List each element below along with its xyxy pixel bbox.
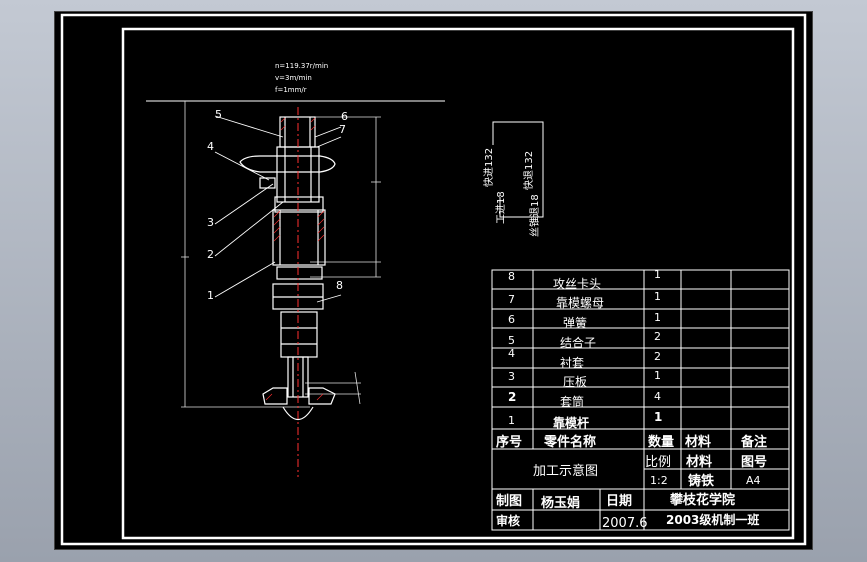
label-rapid-in: 快进132 — [483, 148, 495, 187]
section-hatching — [265, 117, 325, 401]
row-qty-3: 1 — [654, 369, 661, 382]
row-no-1: 1 — [508, 414, 515, 427]
row-name-3: 压板 — [563, 375, 587, 389]
row-qty-5: 2 — [654, 330, 661, 343]
inner-frame — [121, 27, 795, 540]
material-value: 铸铁 — [688, 473, 714, 489]
header-qty: 数量 — [648, 434, 674, 450]
callout-2: 2 — [207, 248, 214, 261]
row-name-4: 衬套 — [560, 356, 584, 370]
drawing-no-value: A4 — [746, 474, 761, 487]
callout-7: 7 — [339, 123, 346, 136]
header-name: 零件名称 — [543, 434, 596, 450]
callout-numbers: 5 4 3 2 1 6 7 8 — [207, 108, 348, 302]
parts-rows: 8 攻丝卡头 1 7 靠模螺母 1 6 弹簧 1 5 结合子 2 4 衬套 2 … — [508, 268, 662, 430]
scale-label: 比例 — [645, 455, 671, 470]
row-name-1: 靠模杆 — [553, 415, 589, 430]
school-name: 攀枝花学院 — [669, 492, 735, 508]
callout-1: 1 — [207, 289, 214, 302]
row-no-2: 2 — [508, 390, 516, 404]
callout-5: 5 — [215, 108, 222, 121]
overall-dimension — [181, 101, 310, 408]
date-value: 2007.6 — [602, 516, 648, 531]
parts-table — [491, 269, 790, 531]
callout-8: 8 — [336, 279, 343, 292]
header-remark: 备注 — [740, 434, 767, 450]
feed-cycle-diagram: 快进132 快退132 工进18 丝锥退18 — [483, 121, 544, 237]
tool-assembly — [239, 116, 336, 421]
row-qty-4: 2 — [654, 350, 661, 363]
row-name-2: 套筒 — [560, 394, 584, 409]
drawing-title: 加工示意图 — [533, 463, 598, 479]
callout-4: 4 — [207, 140, 214, 153]
row-qty-2: 4 — [654, 390, 661, 403]
engineering-drawing: n=119.37r/min v=3m/min f=1mm/r — [60, 13, 807, 546]
label-work-feed: 工进18 — [495, 191, 507, 224]
row-qty-8: 1 — [654, 268, 661, 281]
outer-frame — [60, 13, 807, 546]
row-qty-6: 1 — [654, 311, 661, 324]
row-qty-1: 1 — [654, 410, 662, 424]
title-block: 加工示意图 比例 1:2 材料 铸铁 图号 A4 制图 杨玉娟 日期 攀枝花学院… — [496, 454, 767, 531]
row-no-4: 4 — [508, 347, 515, 360]
row-name-6: 弹簧 — [563, 315, 587, 330]
row-no-8: 8 — [508, 270, 515, 283]
date-label: 日期 — [606, 494, 632, 509]
stroke-dimensions — [305, 116, 381, 405]
row-no-6: 6 — [508, 313, 515, 326]
row-name-8: 攻丝卡头 — [553, 277, 601, 291]
label-rapid-out: 快退132 — [523, 151, 535, 190]
material-label: 材料 — [686, 454, 712, 470]
check-label: 审核 — [496, 513, 520, 528]
leader-lines — [214, 115, 342, 303]
header-no: 序号 — [496, 434, 522, 450]
row-no-7: 7 — [508, 293, 515, 306]
param-feed: f=1mm/r — [275, 86, 307, 94]
row-no-3: 3 — [508, 370, 515, 383]
row-qty-7: 1 — [654, 290, 661, 303]
callout-3: 3 — [207, 216, 214, 229]
scale-value: 1:2 — [650, 474, 668, 487]
row-no-5: 5 — [508, 334, 515, 347]
drawn-by: 杨玉娟 — [541, 495, 580, 511]
drawn-label: 制图 — [496, 493, 522, 509]
parts-table-header: 序号 零件名称 数量 材料 备注 — [496, 434, 767, 450]
label-tap-out: 丝锥退18 — [529, 194, 541, 237]
row-name-7: 靠模螺母 — [556, 296, 604, 310]
row-name-5: 结合子 — [560, 335, 596, 350]
drawing-no-label: 图号 — [741, 455, 767, 470]
callout-6: 6 — [341, 110, 348, 123]
class-name: 2003级机制一班 — [666, 512, 759, 527]
param-velocity: v=3m/min — [275, 74, 312, 82]
drawing-viewport: n=119.37r/min v=3m/min f=1mm/r — [54, 11, 813, 550]
param-speed: n=119.37r/min — [275, 62, 328, 70]
header-material: 材料 — [685, 434, 711, 450]
